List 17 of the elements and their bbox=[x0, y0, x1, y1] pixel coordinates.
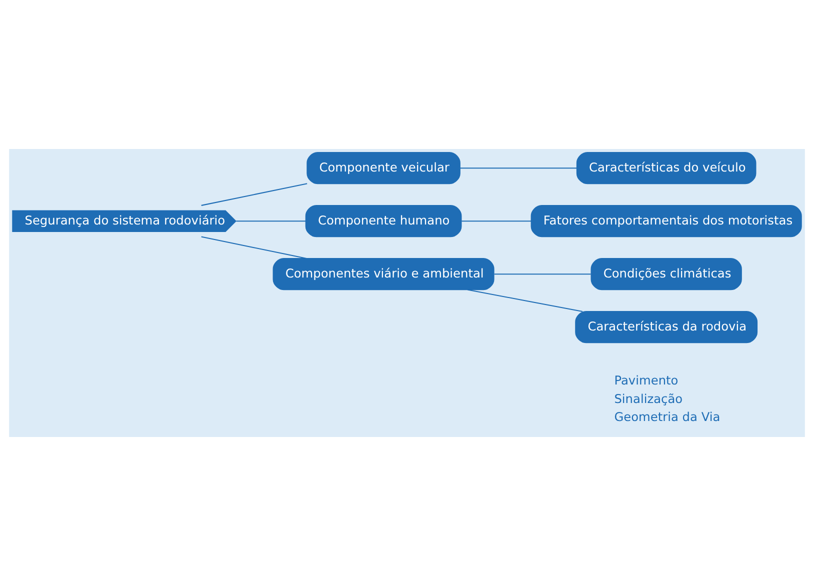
node-box: Fatores comportamentais dos motoristas bbox=[530, 204, 802, 237]
connector bbox=[201, 236, 307, 258]
node-box: Componente veicular bbox=[306, 152, 460, 184]
connector bbox=[236, 220, 306, 222]
node-box: Características da rodovia bbox=[575, 310, 758, 343]
connector bbox=[494, 273, 591, 274]
connector bbox=[468, 288, 583, 312]
connector bbox=[201, 182, 308, 206]
node-label: Sinalização bbox=[614, 391, 683, 406]
node-label: Pavimento bbox=[614, 373, 678, 388]
connector bbox=[460, 167, 577, 168]
node-box: Componentes viário e ambiental bbox=[272, 258, 494, 290]
node-box: Características do veículo bbox=[576, 152, 756, 184]
node-label: Geometria da Via bbox=[614, 410, 720, 424]
node-box: Condições climáticas bbox=[590, 258, 742, 290]
connector bbox=[462, 220, 532, 222]
node-box: Componente humano bbox=[305, 204, 462, 237]
